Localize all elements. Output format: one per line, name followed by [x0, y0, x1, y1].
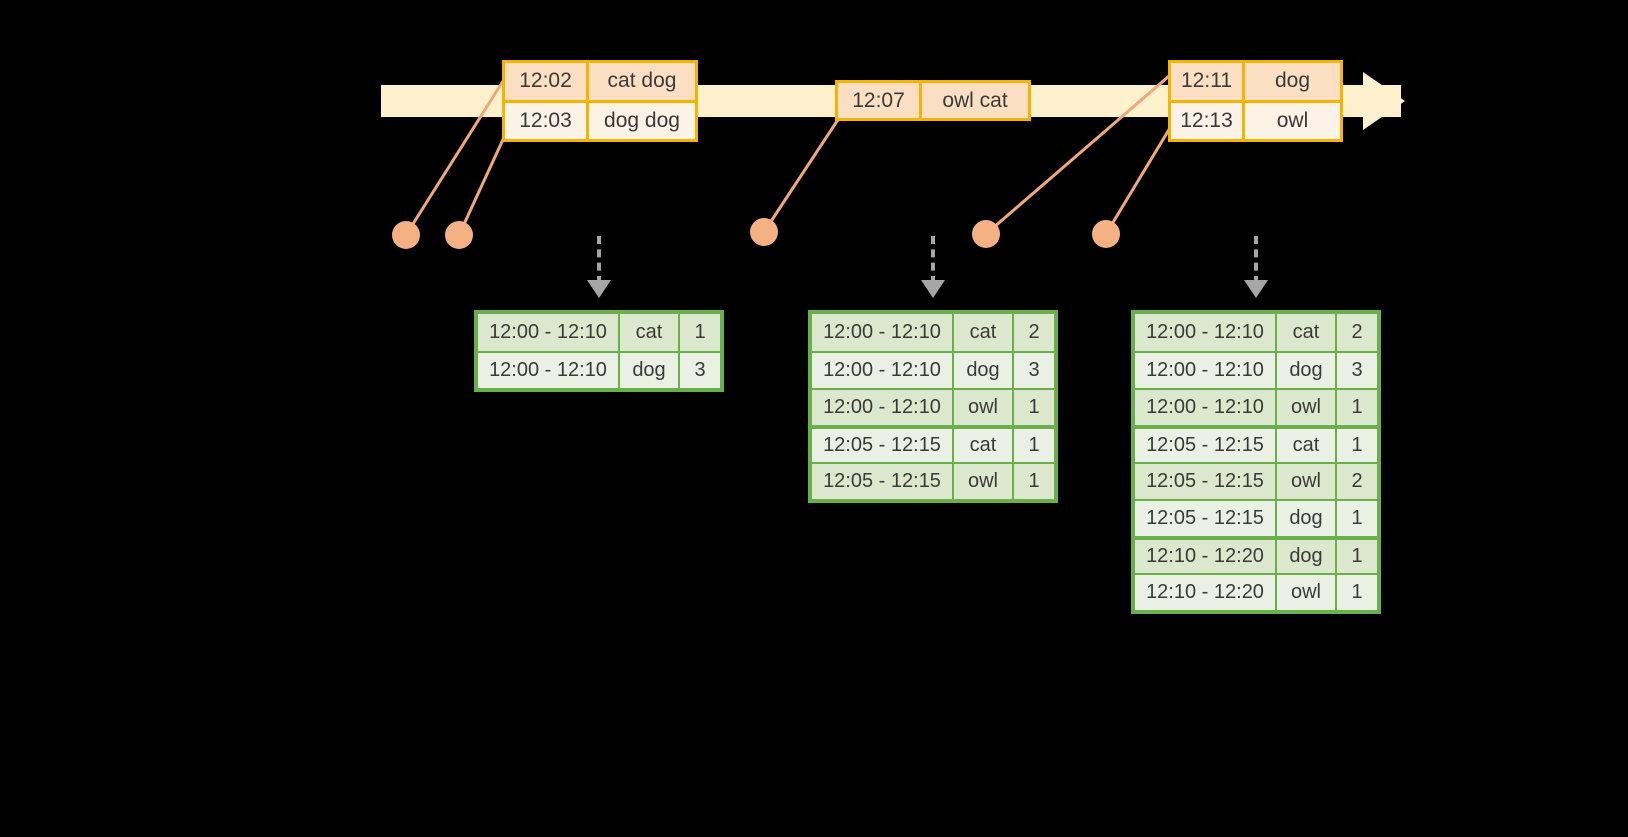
event-time: 12:11	[1171, 63, 1245, 100]
cell-key: owl	[1277, 464, 1337, 499]
event-dot-3	[750, 218, 778, 246]
cell-count: 2	[1028, 321, 1040, 343]
cell-window: 12:00 - 12:10	[478, 353, 620, 388]
cell-window: 12:00 - 12:10	[812, 314, 954, 351]
arrow-stem	[1254, 236, 1258, 284]
cell-key: dog	[954, 353, 1014, 388]
cell-key: cat	[1277, 429, 1337, 462]
cell-key: cat	[954, 314, 1014, 351]
cell-count: 3	[694, 359, 706, 381]
cell-window: 12:00 - 12:10	[478, 314, 620, 351]
event-box-2: 12:07 owl cat	[835, 80, 1031, 121]
cell-window: 12:00 - 12:10	[812, 390, 954, 425]
event-time: 12:03	[505, 102, 589, 139]
event-row: 12:13 owl	[1171, 99, 1340, 139]
event-time: 12:07	[838, 83, 922, 118]
cell-count: 1	[1351, 396, 1363, 418]
arrow-head-icon	[1244, 280, 1268, 298]
cell-key: owl	[954, 464, 1014, 499]
cell-window: 12:05 - 12:15	[812, 464, 954, 499]
event-time: 12:13	[1171, 102, 1245, 139]
cell-key: dog	[1277, 540, 1337, 573]
event-value: dog dog	[604, 108, 680, 132]
cell-count: 2	[1351, 321, 1363, 343]
event-row: 12:03 dog dog	[505, 99, 695, 139]
cell-window: 12:00 - 12:10	[1135, 314, 1277, 351]
event-row: 12:02 cat dog	[505, 63, 695, 100]
event-box-3: 12:11 dog 12:13 owl	[1168, 60, 1343, 142]
cell-window: 12:05 - 12:15	[1135, 429, 1277, 462]
event-dot-5	[1092, 220, 1120, 248]
event-dot-1	[392, 221, 420, 249]
cell-count: 1	[694, 321, 706, 343]
cell-key: cat	[954, 429, 1014, 462]
cell-key: cat	[620, 314, 680, 351]
cell-count: 1	[1028, 396, 1040, 418]
cell-key: owl	[1277, 575, 1337, 610]
cell-count: 1	[1351, 581, 1363, 603]
cell-window: 12:00 - 12:10	[1135, 390, 1277, 425]
event-row: 12:07 owl cat	[838, 83, 1028, 118]
event-box-1: 12:02 cat dog 12:03 dog dog	[502, 60, 698, 142]
cell-key: dog	[1277, 501, 1337, 536]
event-value: dog	[1274, 69, 1311, 93]
cell-count: 1	[1351, 545, 1363, 567]
cell-window: 12:00 - 12:10	[812, 353, 954, 388]
cell-key: dog	[1277, 353, 1337, 388]
event-value: owl	[1276, 108, 1309, 132]
connector-line-3	[762, 111, 845, 233]
cell-window: 12:05 - 12:15	[1135, 464, 1277, 499]
cell-window: 12:05 - 12:15	[812, 429, 954, 462]
cell-key: owl	[954, 390, 1014, 425]
arrow-stem	[597, 236, 601, 284]
arrow-head-icon	[921, 280, 945, 298]
timeline-arrowhead-icon	[1363, 72, 1405, 130]
connector-line-5	[1104, 117, 1178, 235]
cell-window: 12:00 - 12:10	[1135, 353, 1277, 388]
cell-window: 12:10 - 12:20	[1135, 540, 1277, 573]
cell-count: 2	[1351, 470, 1363, 492]
cell-count: 1	[1028, 434, 1040, 456]
cell-count: 1	[1351, 507, 1363, 529]
cell-key: owl	[1277, 390, 1337, 425]
event-value: cat dog	[607, 69, 677, 93]
arrow-stem	[931, 236, 935, 284]
cell-count: 1	[1351, 434, 1363, 456]
arrow-head-icon	[587, 280, 611, 298]
cell-count: 1	[1028, 470, 1040, 492]
cell-count: 3	[1351, 359, 1363, 381]
cell-window: 12:05 - 12:15	[1135, 501, 1277, 536]
event-dot-2	[445, 221, 473, 249]
cell-key: cat	[1277, 314, 1337, 351]
event-dot-4	[972, 220, 1000, 248]
event-value: owl cat	[942, 88, 1008, 112]
cell-window: 12:10 - 12:20	[1135, 575, 1277, 610]
event-row: 12:11 dog	[1171, 63, 1340, 100]
cell-key: dog	[620, 353, 680, 388]
event-time: 12:02	[505, 63, 589, 100]
cell-count: 3	[1028, 359, 1040, 381]
